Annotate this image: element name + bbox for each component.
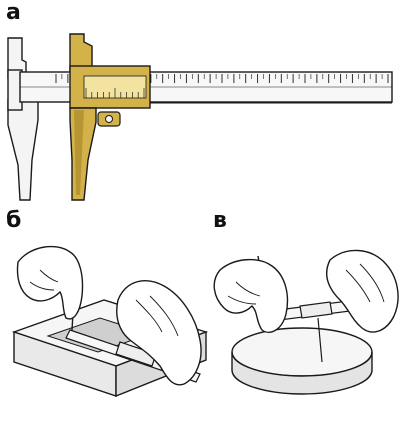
disk-side bbox=[231, 351, 373, 395]
panel-a-caliper bbox=[7, 33, 393, 201]
left-hand-c bbox=[213, 259, 289, 333]
panel-c-measuring-disk bbox=[213, 249, 399, 395]
right-hand-b bbox=[116, 280, 202, 386]
vernier-scale-ticks bbox=[85, 88, 145, 98]
clamp-screw-icon bbox=[105, 115, 113, 123]
right-hand-c-detail bbox=[345, 263, 385, 303]
fixed-jaw-lower bbox=[7, 99, 39, 201]
panel-label-b: б bbox=[6, 208, 22, 233]
jaw-shadow bbox=[74, 110, 84, 195]
panel-b-measuring-groove bbox=[11, 245, 209, 398]
right-hand-b-detail bbox=[135, 295, 179, 337]
panel-label-c: в bbox=[213, 208, 227, 233]
left-hand-c-detail bbox=[227, 281, 261, 305]
jaw-c bbox=[317, 317, 323, 363]
left-hand-b bbox=[16, 245, 84, 320]
right-hand-c bbox=[326, 249, 399, 333]
caliper-slider-c bbox=[299, 301, 333, 319]
panel-label-a: а bbox=[6, 0, 21, 25]
left-hand-b-detail bbox=[29, 269, 59, 291]
